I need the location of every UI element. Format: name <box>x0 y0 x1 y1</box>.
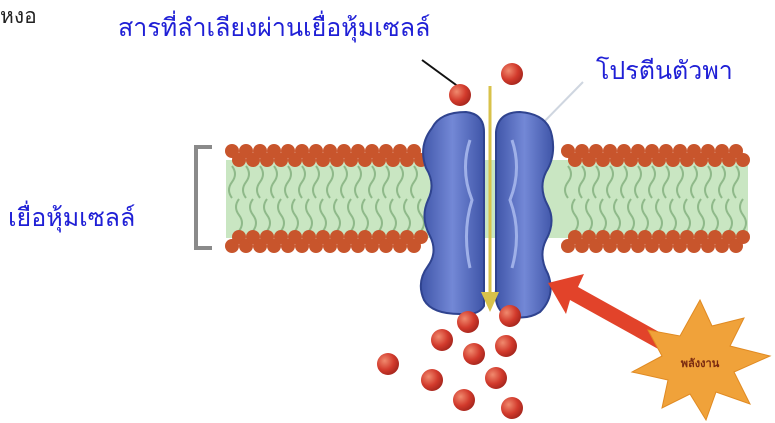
membrane-bracket <box>196 147 212 248</box>
particles-below <box>377 305 523 419</box>
particle-bottom-9 <box>453 389 475 411</box>
particle-bottom-8 <box>485 367 507 389</box>
lipid-bilayer <box>225 144 750 253</box>
lipid-head-bottom <box>414 230 428 244</box>
particle-bottom-7 <box>421 369 443 391</box>
carrier-protein-left <box>421 112 484 314</box>
lipid-head-bottom <box>736 230 750 244</box>
particle-bottom-4 <box>431 329 453 351</box>
particle-bottom-1 <box>457 311 479 333</box>
particle-bottom-3 <box>463 343 485 365</box>
particle-bottom-10 <box>501 397 523 419</box>
particle-bottom-5 <box>495 335 517 357</box>
energy-arrow <box>548 274 668 350</box>
particle-bottom-2 <box>499 305 521 327</box>
carrier-protein-right <box>496 112 553 318</box>
particle-top-1 <box>449 84 471 106</box>
lipid-head-top <box>736 153 750 167</box>
energy-label: พลังงาน <box>681 357 720 370</box>
particle-top-2 <box>501 63 523 85</box>
particle-bottom-6 <box>377 353 399 375</box>
